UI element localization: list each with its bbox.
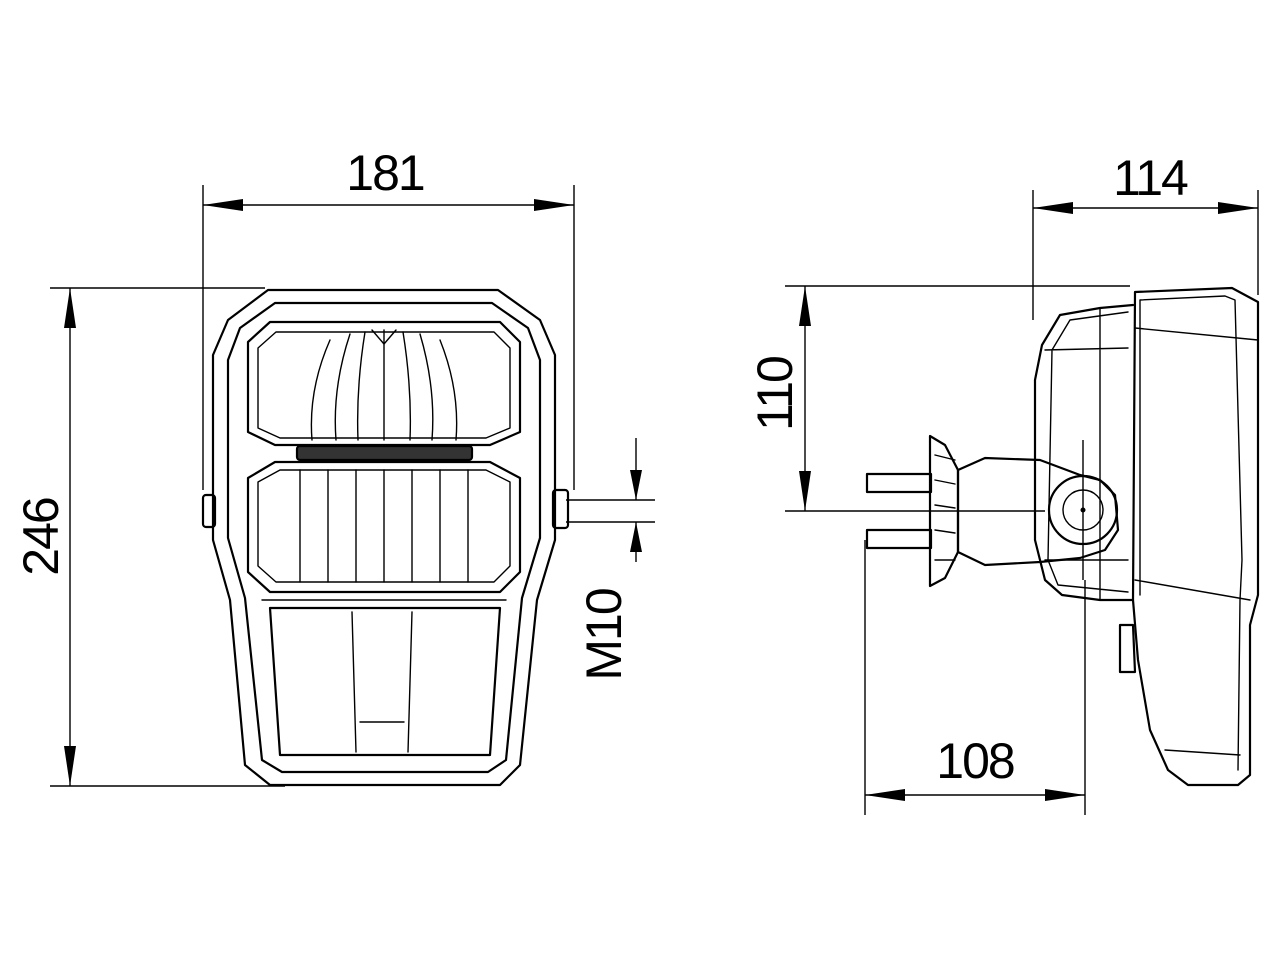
upper-lens-frame-inner: [257, 331, 511, 439]
lower-lens-frame-inner: [257, 469, 511, 583]
side-rear-cap-inner: [1044, 307, 1129, 601]
front-housing-inner: [226, 301, 542, 774]
front-view: [201, 288, 570, 787]
mount-bolt-lower: [865, 528, 933, 550]
lower-lens-frame: [246, 460, 522, 594]
front-mount-right: [551, 488, 570, 530]
lower-body-slot: [351, 611, 413, 753]
dim-front-width: [202, 185, 575, 490]
label-front-width: 181: [346, 145, 424, 201]
lower-body-panel: [268, 606, 502, 757]
label-side-mount-depth: 108: [936, 733, 1014, 789]
lower-reflector-ribs: [299, 469, 469, 583]
side-housing-line-b: [1134, 579, 1251, 756]
dim-side-mount-height: [785, 285, 1130, 512]
upper-lens-frame: [246, 320, 522, 447]
mount-arm: [956, 456, 1120, 567]
side-housing-inner: [1139, 295, 1243, 771]
label-front-height: 246: [13, 498, 69, 576]
label-thread: M10: [576, 589, 632, 680]
upper-reflector-ribs: [310, 329, 458, 441]
mount-base-plate: [928, 434, 960, 588]
label-side-mount-height: 110: [747, 357, 803, 431]
side-housing-line-a: [1134, 327, 1259, 341]
label-side-depth: 114: [1113, 150, 1188, 206]
dim-side-depth: [1032, 190, 1259, 320]
side-view: [865, 286, 1260, 787]
front-housing-outer: [211, 288, 557, 787]
side-housing-main: [1131, 286, 1260, 787]
front-mount-left: [201, 493, 217, 529]
dim-front-height: [50, 287, 285, 787]
mount-bolt-upper: [865, 472, 933, 494]
side-tab: [1118, 623, 1137, 674]
mount-base-ribs: [934, 454, 956, 561]
dim-thread: [566, 438, 655, 562]
led-bar: [295, 444, 474, 462]
dim-side-mount-depth: [864, 540, 1086, 815]
